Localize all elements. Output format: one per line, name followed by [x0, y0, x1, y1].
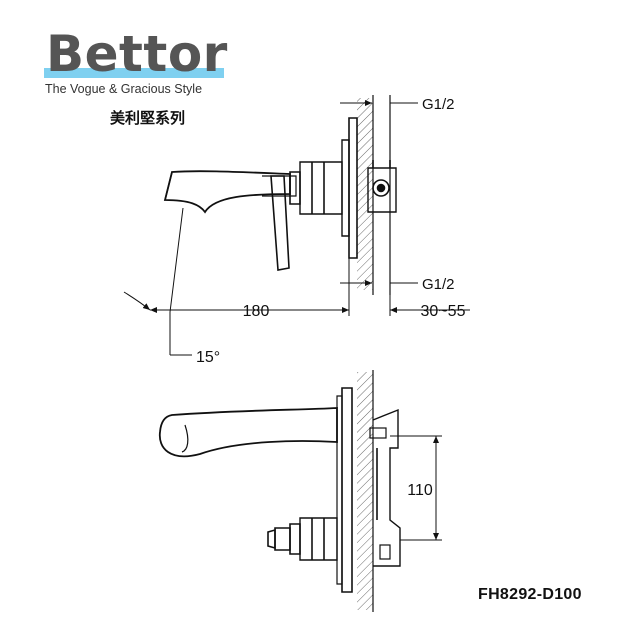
spray-angle-label: 15° — [196, 349, 220, 366]
thread-top-label: G1/2 — [422, 96, 455, 113]
wall-range-label: 30~55 — [421, 303, 466, 320]
top-spout — [158, 407, 338, 458]
top-valve-body — [369, 408, 401, 567]
series-name: 美利堅系列 — [110, 109, 186, 127]
spout-length-label: 180 — [243, 303, 270, 320]
top-wall — [357, 370, 374, 612]
logo-wordmark: Bettor — [46, 25, 228, 83]
thread-bottom-label: G1/2 — [422, 276, 455, 293]
logo-accent-stripe — [44, 68, 224, 78]
model-code: FH8292-D100 — [478, 586, 582, 603]
top-view — [158, 370, 442, 612]
side-handle-lever — [270, 175, 290, 271]
side-spout — [163, 170, 291, 214]
logo-tagline: The Vogue & Gracious Style — [45, 82, 203, 96]
top-escutcheon — [341, 387, 353, 593]
brand-logo: Bettor The Vogue & Gracious Style — [44, 25, 244, 102]
side-view — [123, 95, 470, 356]
handle-spacing-label: 110 — [407, 482, 433, 499]
side-valve-body — [289, 160, 397, 215]
side-escutcheon — [348, 117, 358, 259]
top-handle — [267, 517, 338, 561]
side-wall — [357, 95, 391, 295]
